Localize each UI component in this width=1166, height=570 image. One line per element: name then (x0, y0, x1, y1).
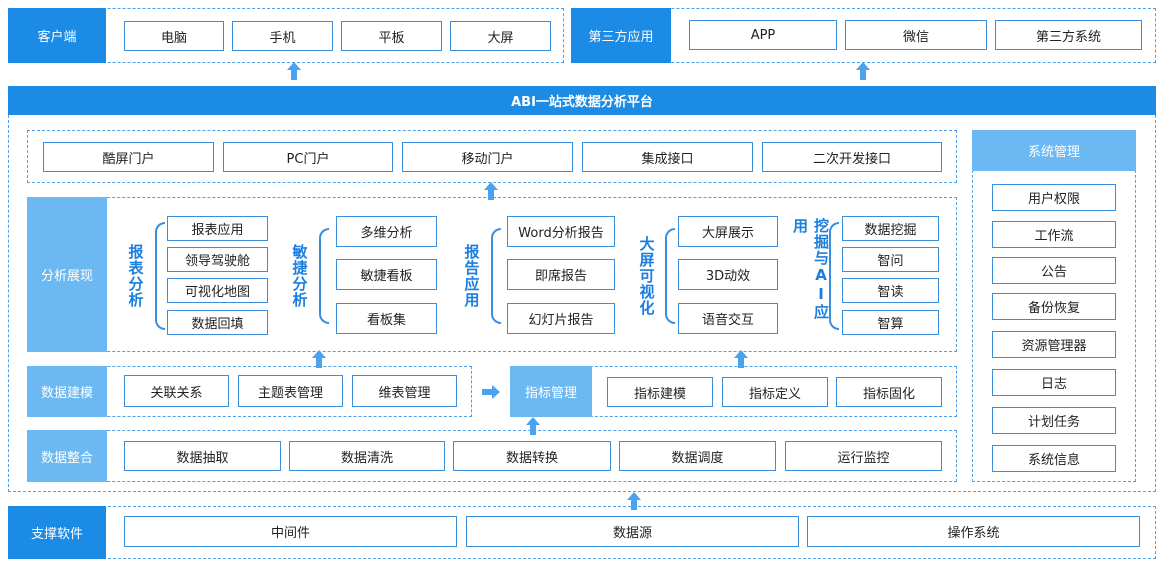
agile-item-board[interactable]: 敏捷看板 (336, 259, 437, 290)
brace (665, 228, 675, 324)
bigscreen-item-3d[interactable]: 3D动效 (678, 259, 778, 290)
system-item-resources[interactable]: 资源管理器 (992, 331, 1116, 358)
client-label: 客户端 (8, 8, 106, 63)
modeling-label: 数据建模 (27, 366, 107, 417)
report-item-map[interactable]: 可视化地图 (167, 278, 268, 303)
system-item-log[interactable]: 日志 (992, 369, 1116, 396)
bigscreen-item-display[interactable]: 大屏展示 (678, 216, 778, 247)
portal-item-cool-screen[interactable]: 酷屏门户 (43, 142, 214, 172)
system-item-notice[interactable]: 公告 (992, 257, 1116, 284)
client-item-phone[interactable]: 手机 (232, 21, 333, 51)
support-item-os[interactable]: 操作系统 (807, 516, 1140, 547)
group-title-report-analysis: 报表分析 (126, 243, 145, 308)
platform-title: ABI一站式数据分析平台 (8, 86, 1156, 115)
modeling-item-subject-table[interactable]: 主题表管理 (238, 375, 343, 407)
report-item-cockpit[interactable]: 领导驾驶舱 (167, 247, 268, 272)
arrow-right-icon (482, 385, 500, 399)
brace (319, 228, 329, 324)
integration-label: 数据整合 (27, 430, 107, 482)
integration-item-transform[interactable]: 数据转换 (453, 441, 611, 471)
system-item-backup[interactable]: 备份恢复 (992, 293, 1116, 320)
system-item-permissions[interactable]: 用户权限 (992, 184, 1116, 211)
system-item-scheduled-tasks[interactable]: 计划任务 (992, 407, 1116, 434)
support-label: 支撑软件 (8, 506, 106, 559)
agile-item-multidim[interactable]: 多维分析 (336, 216, 437, 247)
system-item-info[interactable]: 系统信息 (992, 445, 1116, 472)
third-party-label: 第三方应用 (571, 8, 671, 63)
mining-item-ask[interactable]: 智问 (842, 247, 939, 272)
system-label: 系统管理 (972, 130, 1136, 171)
integration-item-monitor[interactable]: 运行监控 (785, 441, 942, 471)
arrow-up-icon (312, 350, 326, 368)
mining-item-data-mining[interactable]: 数据挖掘 (842, 216, 939, 241)
brace (829, 222, 839, 330)
portal-item-dev-api[interactable]: 二次开发接口 (762, 142, 942, 172)
integration-item-extract[interactable]: 数据抽取 (124, 441, 281, 471)
report-item-report-app[interactable]: 报表应用 (167, 216, 268, 241)
integration-item-schedule[interactable]: 数据调度 (619, 441, 776, 471)
report-app-item-adhoc[interactable]: 即席报告 (507, 259, 615, 290)
portal-item-integration-api[interactable]: 集成接口 (582, 142, 753, 172)
portal-item-pc[interactable]: PC门户 (223, 142, 393, 172)
support-item-middleware[interactable]: 中间件 (124, 516, 457, 547)
metrics-item-definition[interactable]: 指标定义 (722, 377, 828, 407)
third-party-item-app[interactable]: APP (689, 20, 837, 50)
arrow-up-icon (287, 62, 301, 80)
group-title-mining-ai: 挖掘与AI应用 (791, 218, 830, 320)
arrow-up-icon (734, 350, 748, 368)
arrow-up-icon (484, 182, 498, 200)
group-title-agile-analysis: 敏捷分析 (290, 243, 309, 308)
arrow-up-icon (856, 62, 870, 80)
support-item-datasource[interactable]: 数据源 (466, 516, 799, 547)
brace (491, 228, 501, 324)
agile-item-board-set[interactable]: 看板集 (336, 303, 437, 334)
system-item-workflow[interactable]: 工作流 (992, 221, 1116, 248)
metrics-label: 指标管理 (510, 366, 592, 417)
modeling-item-dim-table[interactable]: 维表管理 (352, 375, 457, 407)
integration-item-clean[interactable]: 数据清洗 (289, 441, 445, 471)
third-party-item-wechat[interactable]: 微信 (845, 20, 987, 50)
report-app-item-slides[interactable]: 幻灯片报告 (507, 303, 615, 334)
brace (155, 222, 165, 330)
arrow-up-icon (526, 417, 540, 435)
portal-item-mobile[interactable]: 移动门户 (402, 142, 573, 172)
report-app-item-word[interactable]: Word分析报告 (507, 216, 615, 247)
arrow-up-icon (627, 492, 641, 510)
metrics-item-solidify[interactable]: 指标固化 (836, 377, 942, 407)
client-item-tablet[interactable]: 平板 (341, 21, 442, 51)
mining-item-compute[interactable]: 智算 (842, 310, 939, 335)
group-title-report-app: 报告应用 (462, 243, 481, 308)
client-item-pc[interactable]: 电脑 (124, 21, 224, 51)
portal-row (27, 130, 957, 183)
client-item-bigscreen[interactable]: 大屏 (450, 21, 551, 51)
report-item-backfill[interactable]: 数据回填 (167, 310, 268, 335)
bigscreen-item-voice[interactable]: 语音交互 (678, 303, 778, 334)
platform-body (8, 115, 1156, 492)
modeling-item-relations[interactable]: 关联关系 (124, 375, 229, 407)
group-title-bigscreen: 大屏可视化 (637, 235, 656, 316)
metrics-item-modeling[interactable]: 指标建模 (607, 377, 713, 407)
mining-item-read[interactable]: 智读 (842, 278, 939, 303)
third-party-item-system[interactable]: 第三方系统 (995, 20, 1142, 50)
analysis-label: 分析展现 (27, 197, 107, 352)
